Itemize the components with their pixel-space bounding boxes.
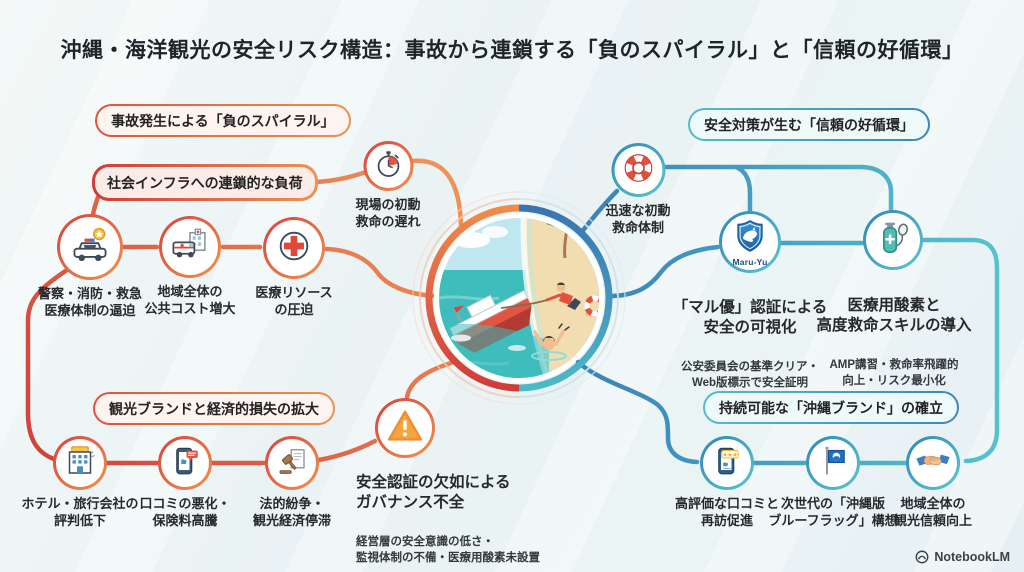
- node-blue-flag: 次世代の「沖縄版 ブルーフラッグ」構想: [757, 436, 909, 529]
- node-police-overload: 警察・消防・救急 医療体制の逼迫: [24, 214, 156, 319]
- warning-icon: [385, 406, 425, 451]
- blue-flag-icon: [815, 443, 851, 484]
- node-medical-resources: 医療リソース の圧迫: [234, 217, 354, 318]
- dolphin-shield-icon: [731, 217, 769, 260]
- node-legal-disputes: 法的紛争・ 観光経済停滞: [229, 436, 355, 529]
- governance-text-block: 安全認証の欠如による ガバナンス不全 経営層の安全意識の低さ・ 監視体制の不備・…: [356, 474, 540, 564]
- node-medical-oxygen: [863, 210, 923, 270]
- node-hotel-reputation: ホテル・旅行会社の 評判低下: [12, 436, 148, 529]
- node-governance-failure: [375, 398, 435, 458]
- infra-load-box: 社会インフラへの連鎖的な負荷: [92, 164, 318, 201]
- watermark-label: NotebookLM: [934, 550, 1010, 564]
- node-positive-reviews: ★★★ 高評価な口コミと 再訪促進: [657, 436, 797, 529]
- gavel-icon: [274, 443, 310, 484]
- negative-spiral-header: 事故発生による「負のスパイラル」: [95, 104, 351, 137]
- trust-cycle-header: 安全対策が生む「信頼の好循環」: [688, 108, 930, 141]
- bad-review-phone-icon: [167, 443, 203, 484]
- brand-loss-header: 観光ブランドと経済的損失の拡大: [93, 392, 335, 425]
- svg-text:★★★: ★★★: [722, 451, 737, 458]
- handshake-icon: [914, 442, 952, 485]
- node-rapid-rescue: 迅速な初動 救命体制: [605, 143, 671, 236]
- ambulance-icon: [169, 224, 211, 271]
- page-title: 沖縄・海洋観光の安全リスク構造：事故から連鎖する「負のスパイラル」と「信頼の好循…: [60, 39, 964, 62]
- notebooklm-logo-icon: [915, 550, 929, 564]
- maruyu-badge-label: Maru-Yu: [732, 257, 768, 267]
- node-bad-reviews: 口コミの悪化・ 保険料高騰: [122, 436, 248, 529]
- lifebuoy-icon: [619, 149, 657, 192]
- oxygen-tank-icon: [873, 218, 913, 263]
- red-cross-icon: [274, 226, 314, 271]
- stopwatch-icon: [371, 147, 405, 186]
- review-stars-phone-icon: ★★★: [709, 443, 745, 484]
- police-car-icon: [68, 223, 112, 272]
- accident-scene-illustration: [412, 191, 626, 405]
- maruyu-text-block: 「マル優」認証による 安全の可視化 公安委員会の基準クリア・ Web版標示で安全…: [672, 299, 828, 389]
- okinawa-brand-header: 持続可能な「沖縄ブランド」の確立: [703, 391, 959, 424]
- node-first-aid-delay: 現場の初動 救命の遅れ: [355, 141, 421, 230]
- hotel-icon: [62, 443, 98, 484]
- oxygen-text-block: 医療用酸素と 高度救命スキルの導入 AMP講習・救命率飛躍的 向上・リスク最小化: [816, 297, 972, 387]
- node-maruyu-certification: Maru-Yu: [719, 211, 781, 273]
- watermark: NotebookLM: [915, 550, 1010, 564]
- node-public-cost: 地域全体の 公共コスト増大: [125, 216, 255, 317]
- node-regional-trust: 地域全体の 観光信頼向上: [870, 436, 996, 529]
